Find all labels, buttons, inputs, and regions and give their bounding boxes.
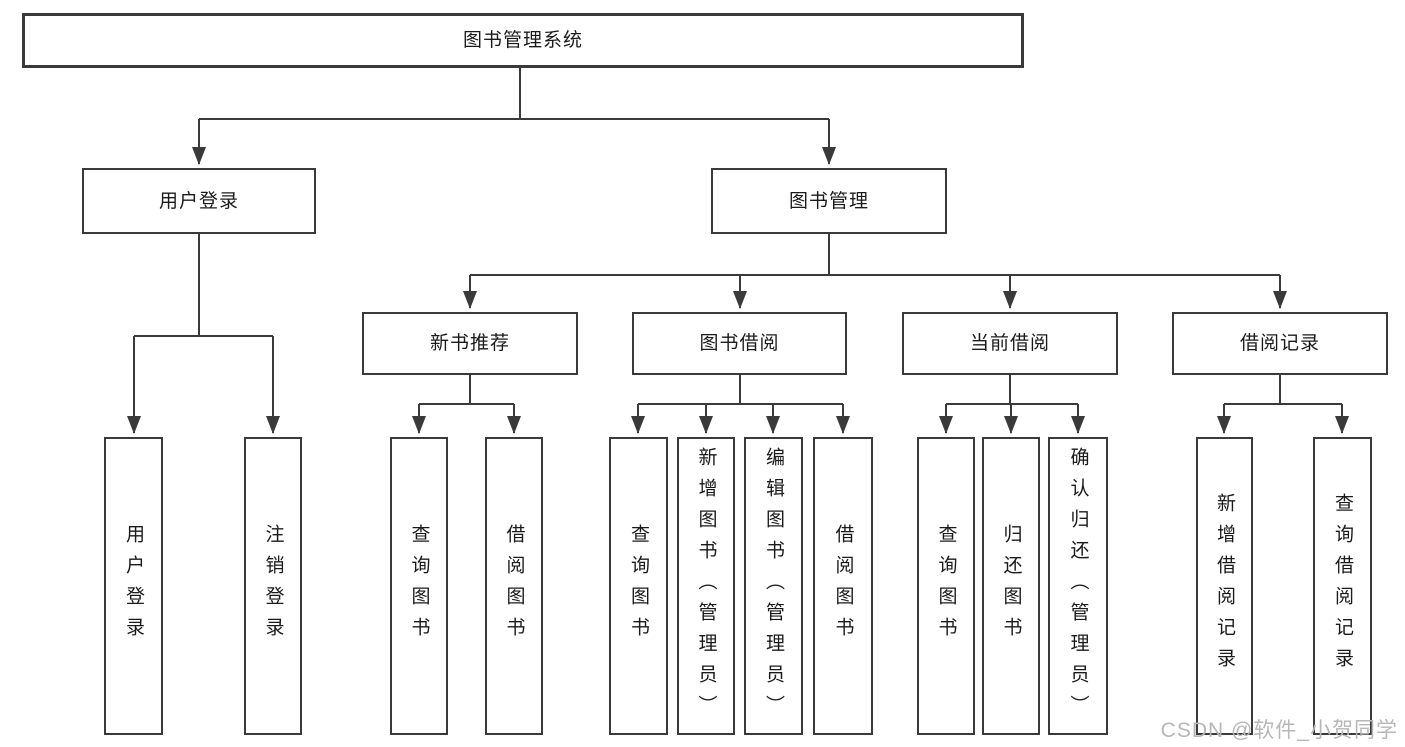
leaf-return-books: 归还图书 <box>982 437 1040 735</box>
node-label: 编辑图书（管理员） <box>763 446 784 726</box>
node-label: 查询借阅记录 <box>1332 493 1353 679</box>
node-label: 归还图书 <box>1000 524 1022 648</box>
node-label: 图书管理 <box>788 190 869 212</box>
node-label: 图书借阅 <box>699 333 780 354</box>
node-book-borrowing: 图书借阅 <box>632 312 847 375</box>
leaf-add-borrow-record: 新增借阅记录 <box>1196 437 1253 735</box>
leaf-query-books-current: 查询图书 <box>917 437 975 735</box>
node-label: 查询图书 <box>628 524 649 648</box>
node-label: 用户登录 <box>158 190 239 212</box>
leaf-logout: 注销登录 <box>244 437 302 735</box>
node-current-borrowing: 当前借阅 <box>902 312 1118 375</box>
node-label: 图书管理系统 <box>462 30 583 51</box>
leaf-user-login: 用户登录 <box>104 437 163 735</box>
node-label: 注销登录 <box>262 524 284 648</box>
leaf-borrow-books-borrowing: 借阅图书 <box>813 437 873 735</box>
leaf-borrow-books-recommend: 借阅图书 <box>485 437 543 735</box>
node-label: 新书推荐 <box>429 333 510 354</box>
node-label: 新增借阅记录 <box>1214 493 1235 679</box>
leaf-query-borrow-record: 查询借阅记录 <box>1313 437 1372 735</box>
node-label: 确认归还（管理员） <box>1067 446 1089 726</box>
node-new-book-recommendation: 新书推荐 <box>362 312 578 375</box>
node-label: 借阅记录 <box>1239 333 1320 354</box>
node-label: 用户登录 <box>123 524 144 648</box>
node-label: 借阅图书 <box>832 524 854 648</box>
node-label: 当前借阅 <box>969 333 1050 354</box>
leaf-confirm-return-admin: 确认归还（管理员） <box>1048 437 1108 735</box>
node-borrowing-records: 借阅记录 <box>1172 312 1388 375</box>
leaf-edit-book-admin: 编辑图书（管理员） <box>744 437 803 735</box>
leaf-query-books-recommend: 查询图书 <box>390 437 448 735</box>
node-library-management-system: 图书管理系统 <box>22 13 1024 68</box>
node-book-management: 图书管理 <box>711 168 947 234</box>
csdn-watermark: CSDN @软件_小贺同学 <box>1160 719 1398 742</box>
node-label: 查询图书 <box>935 524 957 648</box>
node-label: 查询图书 <box>408 524 430 648</box>
node-user-login: 用户登录 <box>82 168 316 234</box>
leaf-query-books-borrowing: 查询图书 <box>609 437 668 735</box>
node-label: 借阅图书 <box>503 524 525 648</box>
node-label: 新增图书（管理员） <box>695 446 717 726</box>
leaf-add-book-admin: 新增图书（管理员） <box>677 437 735 735</box>
